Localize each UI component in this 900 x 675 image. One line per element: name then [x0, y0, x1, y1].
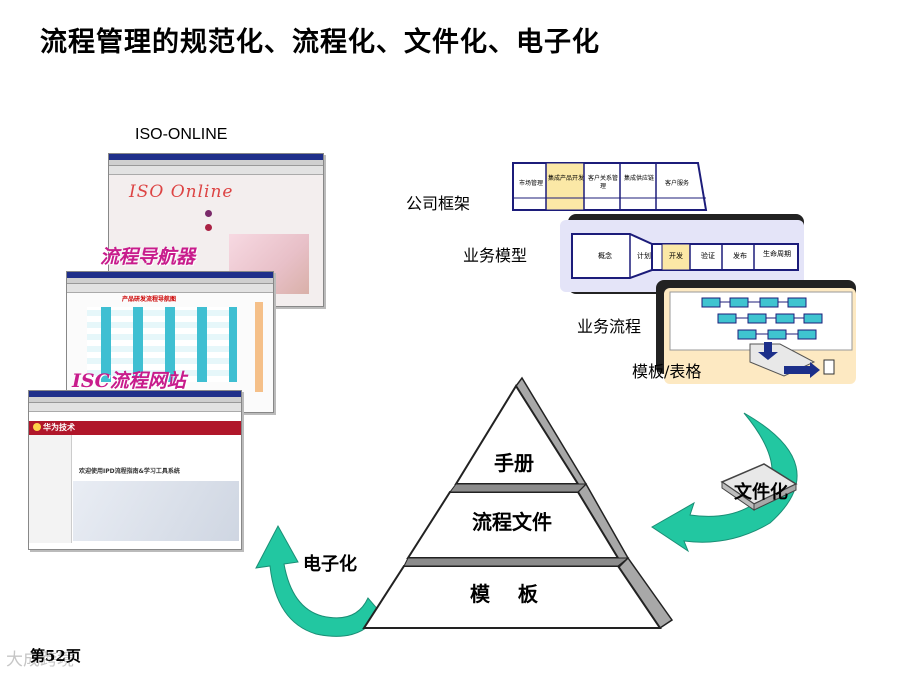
huawei-header — [29, 421, 241, 435]
iso-logo: ISO Online — [129, 182, 234, 202]
company-framework-diagram — [512, 162, 708, 211]
model-cell-4: 验证 — [701, 252, 715, 260]
template-label: 模板/表格 — [632, 362, 702, 381]
ipd-sidebar — [29, 435, 72, 543]
business-model-diagram — [571, 233, 799, 279]
pyramid-level-template: 模 板 — [470, 582, 538, 606]
company-framework-label: 公司框架 — [406, 194, 471, 213]
left-arrow-label: 电子化 — [303, 554, 357, 575]
company-cell-1: 市场管理 — [518, 180, 543, 187]
iso-ball-1 — [205, 210, 212, 217]
company-cell-4: 集成供应链 — [623, 175, 654, 182]
huawei-brand: 华为技术 — [43, 423, 75, 432]
ipd-banner: 欢迎使用IPD流程指南&学习工具系统 — [79, 468, 180, 475]
pyramid-level-manual: 手册 — [494, 451, 534, 475]
model-cell-3: 开发 — [669, 252, 683, 260]
isc-banner: 产品研发流程导航图 — [122, 296, 177, 303]
watermark: 大成跨境 — [6, 650, 74, 670]
document-icon — [720, 463, 798, 511]
company-cell-2: 集成产品开发 — [548, 175, 585, 182]
iso-online-label: ISO-ONLINE — [135, 126, 228, 143]
right-arrow-label: 文件化 — [734, 482, 788, 503]
page-number: 第52页 — [30, 647, 81, 665]
isc-website-screenshot: 产品研发流程导航图 — [66, 271, 274, 413]
ipd-screenshot: 华为技术 欢迎使用IPD流程指南&学习工具系统 — [28, 390, 242, 550]
isc-side-bar — [255, 302, 263, 392]
huawei-logo-icon — [33, 423, 41, 431]
company-cell-5: 客户服务 — [664, 180, 689, 187]
iso-ball-2 — [205, 224, 212, 231]
company-cell-3: 客户关系管理 — [587, 175, 618, 190]
page-title: 流程管理的规范化、流程化、文件化、电子化 — [40, 27, 600, 58]
model-cell-2: 计划 — [637, 252, 651, 260]
pyramid-level-process-docs: 流程文件 — [472, 510, 552, 534]
business-model-label: 业务模型 — [463, 246, 528, 265]
left-curved-arrow — [255, 524, 381, 637]
model-cell-5: 发布 — [733, 252, 747, 260]
business-flow-label: 业务流程 — [577, 317, 642, 336]
nav-caption: 流程导航器 — [100, 246, 196, 268]
isc-caption: ISC流程网站 — [72, 370, 186, 392]
model-cell-1: 概念 — [598, 252, 612, 260]
ipd-content — [73, 481, 239, 541]
isc-flow-grid — [87, 307, 237, 382]
model-cell-6: 生命周期 — [763, 250, 791, 258]
business-flow-diagram — [669, 291, 853, 378]
pyramid — [362, 376, 674, 630]
